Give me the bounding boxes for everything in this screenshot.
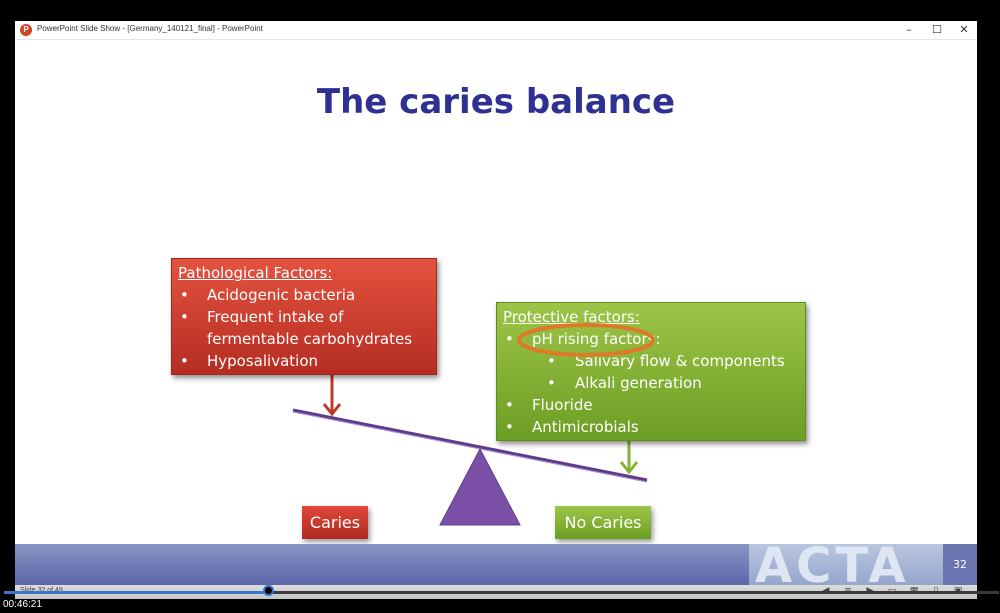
video-progress-bar[interactable] [4, 591, 999, 594]
video-progress-fill [4, 591, 273, 594]
list-item: •Hyposalivation [180, 352, 318, 370]
no-caries-label: No Caries [555, 506, 651, 539]
slide-canvas[interactable]: The caries balance Pathological Factors:… [15, 40, 977, 599]
powerpoint-icon: P [20, 24, 32, 36]
down-arrow-green-icon [619, 441, 639, 475]
list-item: •Frequent intake of [180, 308, 344, 326]
pathological-factors-box: Pathological Factors: •Acidogenic bacter… [171, 258, 437, 375]
title-bar: P PowerPoint Slide Show - [Germany_14012… [15, 21, 977, 40]
balance-graphic [292, 375, 648, 526]
list-item-continuation: fermentable carbohydrates [207, 330, 413, 348]
balance-fulcrum [439, 447, 521, 526]
protective-factors-box: Protective factors: •pH rising factors: … [496, 302, 806, 441]
close-button[interactable]: ✕ [959, 23, 969, 36]
list-item: •Antimicrobials [505, 418, 639, 436]
sub-list-item: •Salivary flow & components [547, 352, 785, 370]
window-title: PowerPoint Slide Show - [Germany_140121_… [37, 24, 263, 33]
list-item: •Fluoride [505, 396, 593, 414]
caries-label: Caries [302, 506, 368, 539]
balance-beam-highlight [292, 411, 648, 483]
maximize-button[interactable]: ☐ [932, 23, 942, 36]
acta-logo: ACTA [749, 544, 943, 585]
video-timecode: 00:46:21 [3, 599, 42, 610]
list-item: •Acidogenic bacteria [180, 286, 356, 304]
minimize-button[interactable]: – [906, 23, 912, 36]
down-arrow-red-icon [322, 375, 342, 417]
powerpoint-window: P PowerPoint Slide Show - [Germany_14012… [15, 21, 977, 599]
balance-beam [292, 408, 648, 482]
list-item: •pH rising factors: [505, 330, 661, 348]
protective-heading: Protective factors: [503, 308, 640, 326]
pathological-heading: Pathological Factors: [178, 264, 333, 282]
slide-number: 32 [953, 558, 967, 571]
slide-counter: Slide 32 of 49 [20, 587, 63, 594]
slide-number-box [943, 544, 977, 585]
slide-title: The caries balance [316, 82, 676, 122]
sub-list-item: •Alkali generation [547, 374, 702, 392]
progress-thumb[interactable] [263, 585, 274, 596]
